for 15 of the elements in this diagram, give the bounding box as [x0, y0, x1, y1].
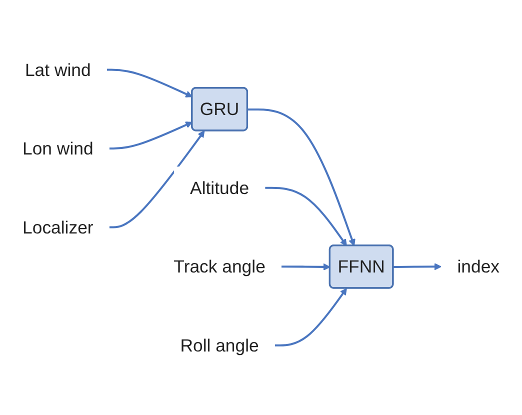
arrow	[281, 263, 330, 270]
arrow	[106, 68, 193, 98]
node-text: Roll angle	[180, 335, 259, 356]
arrow	[109, 121, 193, 150]
arrow	[274, 288, 347, 346]
node-text: Altitude	[190, 178, 250, 198]
node-text: Localizer	[22, 217, 94, 238]
arrow	[248, 108, 356, 246]
arrow	[265, 186, 347, 246]
node-text: index	[457, 256, 500, 277]
arrow	[109, 130, 205, 228]
node-text: Lon wind	[22, 138, 94, 158]
arrow	[393, 263, 442, 270]
node-text: Track angle	[174, 256, 266, 277]
node-text: Lat wind	[24, 60, 91, 80]
